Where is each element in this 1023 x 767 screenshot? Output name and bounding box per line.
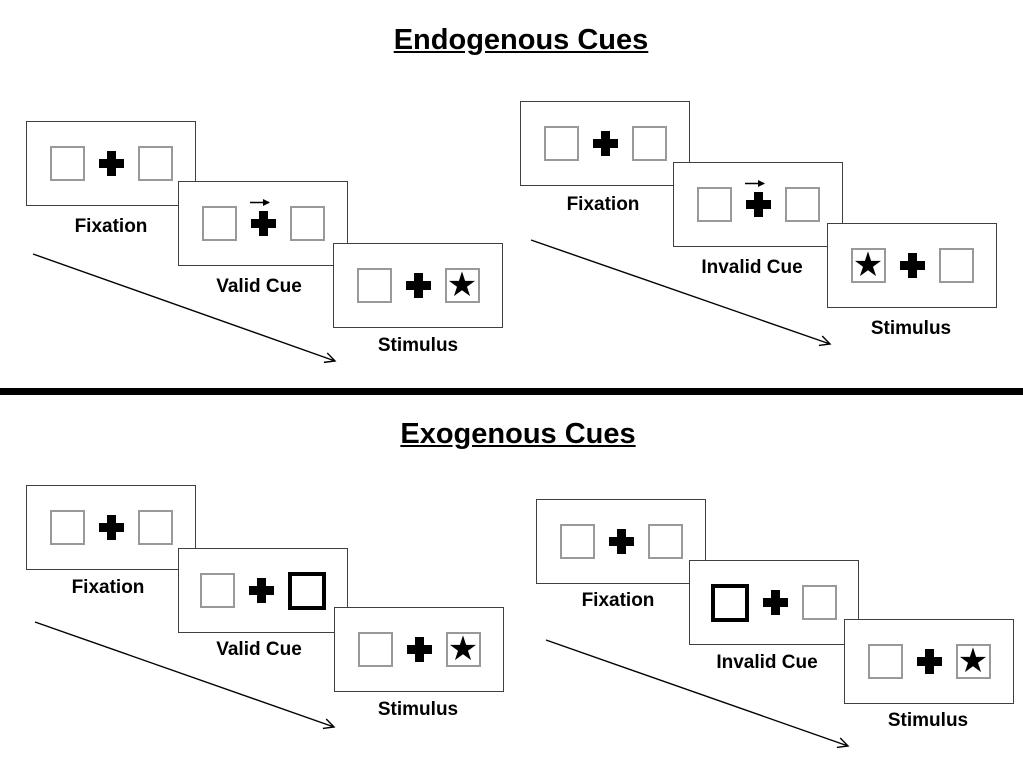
panel-label: Stimulus — [377, 335, 459, 356]
fixation-panel — [26, 485, 196, 570]
sequence-arrow — [545, 639, 850, 749]
star-icon: ★ — [957, 641, 989, 680]
fixation-cross-icon — [98, 515, 124, 540]
center-symbols — [744, 180, 771, 217]
placeholder-box-right — [137, 510, 173, 545]
center-symbols — [98, 151, 124, 176]
fixation-cross-icon — [592, 131, 618, 156]
fixation-cross-icon — [250, 211, 276, 236]
highlighted-cue-box-right — [288, 571, 326, 610]
valid-cue-panel — [178, 548, 348, 633]
stimulus-panel: ★ — [333, 243, 503, 328]
panel-label: Fixation — [71, 577, 145, 598]
panel-label: Stimulus — [870, 318, 952, 339]
center-symbols — [916, 649, 942, 674]
target-box-right: ★ — [444, 265, 480, 304]
stimulus-panel: ★ — [844, 619, 1014, 704]
placeholder-box-left — [356, 268, 392, 303]
center-symbols — [406, 637, 432, 662]
fixation-cross-icon — [916, 649, 942, 674]
placeholder-box-right — [647, 524, 683, 559]
center-symbols — [249, 578, 274, 603]
fixation-cross-icon — [406, 637, 432, 662]
placeholder-box-right — [938, 248, 974, 283]
placeholder-box-left — [200, 573, 235, 608]
panel-label: Valid Cue — [216, 276, 302, 297]
placeholder-box-left — [201, 206, 237, 241]
fixation-cross-icon — [899, 253, 925, 278]
fixation-cross-icon — [405, 273, 431, 298]
star-icon: ★ — [852, 245, 884, 284]
stimulus-panel: ★ — [827, 223, 997, 308]
panel-label: Fixation — [74, 216, 148, 237]
fixation-cross-icon — [608, 529, 634, 554]
center-symbols — [592, 131, 618, 156]
sequence-arrow — [32, 253, 337, 364]
center-symbols — [899, 253, 925, 278]
fixation-cross-icon — [98, 151, 124, 176]
panel-label: Valid Cue — [216, 639, 302, 660]
panel-label: Stimulus — [377, 699, 459, 720]
center-symbols — [763, 590, 788, 615]
star-icon: ★ — [447, 629, 479, 668]
placeholder-box-right — [137, 146, 173, 181]
highlighted-cue-box-left — [711, 583, 749, 622]
sequence-arrow — [34, 621, 336, 730]
fixation-panel — [26, 121, 196, 206]
valid-cue-panel — [178, 181, 348, 266]
placeholder-box-left — [696, 187, 732, 222]
section-title-exogenous: Exogenous Cues — [400, 418, 636, 450]
stimulus-panel: ★ — [334, 607, 504, 692]
fixation-cross-icon — [763, 590, 788, 615]
center-symbols — [249, 199, 276, 236]
center-symbols — [98, 515, 124, 540]
placeholder-box-left — [559, 524, 595, 559]
placeholder-box-right — [802, 585, 837, 620]
placeholder-box-left — [49, 510, 85, 545]
cue-right-arrow-icon — [249, 199, 270, 206]
fixation-panel — [520, 101, 690, 186]
invalid-cue-panel — [673, 162, 843, 247]
center-symbols — [608, 529, 634, 554]
invalid-cue-panel — [689, 560, 859, 645]
placeholder-box-right — [784, 187, 820, 222]
fixation-panel — [536, 499, 706, 584]
target-box-left: ★ — [850, 245, 886, 284]
panel-label: Stimulus — [887, 710, 969, 731]
sequence-arrow — [530, 239, 832, 347]
placeholder-box-left — [543, 126, 579, 161]
section-title-endogenous: Endogenous Cues — [393, 24, 649, 56]
fixation-cross-icon — [745, 192, 771, 217]
placeholder-box-right — [631, 126, 667, 161]
panel-label: Fixation — [566, 194, 640, 215]
target-box-right: ★ — [955, 641, 991, 680]
target-box-right: ★ — [445, 629, 481, 668]
center-symbols — [405, 273, 431, 298]
placeholder-box-left — [357, 632, 393, 667]
placeholder-box-right — [289, 206, 325, 241]
section-divider — [0, 388, 1023, 395]
cue-right-arrow-icon — [744, 180, 765, 187]
star-icon: ★ — [446, 265, 478, 304]
panel-label: Invalid Cue — [716, 652, 818, 673]
panel-label: Invalid Cue — [701, 257, 803, 278]
placeholder-box-left — [49, 146, 85, 181]
fixation-cross-icon — [249, 578, 274, 603]
panel-label: Fixation — [581, 590, 655, 611]
placeholder-box-left — [867, 644, 903, 679]
